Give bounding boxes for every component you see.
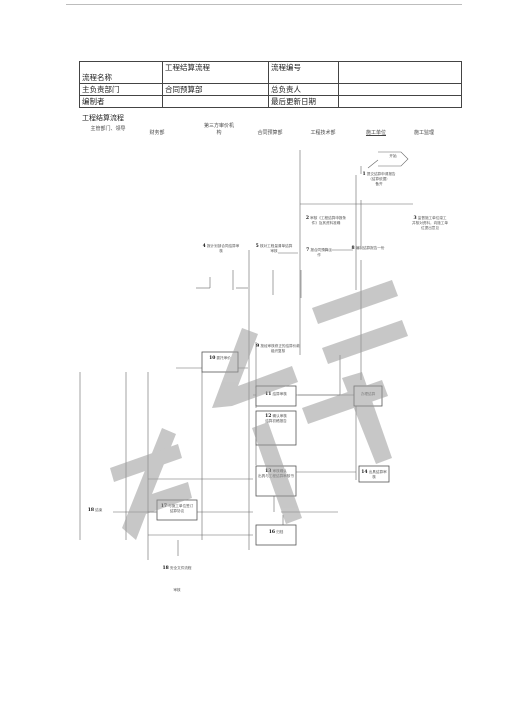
step-8-text: 编制结算报告一份 [355,246,385,250]
step-13-text: 审核确认 [272,469,287,473]
lane-header-contract-budget: 合同预算部 [257,130,283,136]
lane-header-engineering: 工程技术部 [310,130,336,136]
step-14: 14 出具结算审核 [361,470,387,480]
end-node-text: 结束 [95,508,103,512]
step-12-text: 确认审核 [272,414,287,418]
lane-header-leadership: 主管部门、领导 [90,126,126,132]
step-2-text: 审核《工程结算申报条件》及其资料准确 [310,216,347,225]
step-15: 办理结算 [356,392,380,397]
step-11-number: 11 [265,392,272,397]
step-2: 2 审核《工程结算申报条件》及其资料准确 [304,216,348,226]
step-12: 12 确认审核 结算初稿报告 [258,414,294,424]
step-1-number: 1 [362,172,366,177]
process-code-value [338,61,462,84]
step-15-text: 办理结算 [360,392,376,396]
step-18-note: 审核 [173,588,181,592]
step-3: 3 监督施工单位竣工并核对资料，向施工单位提出意见 [412,216,448,231]
department-value: 合同预算部 [162,83,269,96]
department-label: 主负责部门 [79,83,163,96]
step-13: 13 审核确认 出具与工程结算审核书 [258,469,294,479]
owner-label: 总负责人 [268,83,339,96]
step-5-number: 5 [255,244,259,249]
step-7-number: 7 [306,248,310,253]
step-4-number: 4 [202,244,206,249]
process-info-table: 流程名称 工程结算流程 流程编号 主负责部门 合同预算部 总负责人 编制者 最后… [79,61,462,108]
step-7: 7 报合同预算工作 [306,248,332,258]
lane-header-contractor: 施工单位 [365,130,386,136]
step-3-text: 监督施工单位竣工并核对资料，向施工单位提出意见 [412,216,448,230]
author-value [162,95,269,108]
step-1-text: 提交结算申请报告（结算依据） [366,172,396,181]
step-12-number: 12 [265,414,272,419]
flowchart: 主管部门、领导 财务部 第三方审价机构 合同预算部 工程技术部 施工单位 施工监… [78,120,462,600]
step-1: 1 提交结算申请报告（结算依据） 备齐 [362,172,396,187]
step-4-text: 报计划部合同结算审核 [206,244,240,253]
owner-value [338,83,462,96]
start-node: 开始 [389,154,397,158]
step-16-number: 16 [268,530,275,535]
end-node: 18 结束 [80,508,110,513]
process-name-label: 流程名称 [79,61,163,84]
step-11: 11 结算审核 [258,392,294,397]
update-date-value [338,95,462,108]
step-8: 8 编制结算报告一份 [348,246,388,251]
step-18-text: 安全文件流程 [169,566,192,570]
step-1-sub: 备齐 [375,182,383,186]
step-13-sub: 出具与工程结算审核书 [258,474,294,478]
step-14-text: 出具结算审核 [368,470,387,479]
step-17-number: 17 [160,504,167,509]
step-2-number: 2 [305,216,310,221]
process-code-label: 流程编号 [268,61,339,84]
lane-header-finance: 财务部 [149,130,165,136]
step-14-number: 14 [361,470,368,475]
author-label: 编制者 [79,95,163,108]
step-16-text: 归档 [276,530,284,534]
step-5-text: 核对工程量清单结算审核 [259,244,293,253]
step-11-text: 结算审核 [272,392,287,396]
step-9-number: 9 [256,344,260,349]
step-9-text: 按经审核修正的结算价款组织复核 [260,344,300,353]
step-8-number: 8 [351,246,355,251]
step-9: 9 按经审核修正的结算价款组织复核 [256,344,300,354]
step-18-number: 18 [162,566,169,571]
step-10-text: 委托审价 [216,356,231,360]
step-10-number: 10 [209,356,216,361]
step-18: 18 安全文件流程 [162,566,192,571]
step-12-sub: 结算初稿报告 [265,419,287,423]
step-16: 16 归档 [258,530,294,535]
header-rule [66,4,462,5]
lane-header-third-party: 第三方审价机构 [203,123,234,136]
section-title: 工程结算流程 [82,114,124,122]
step-10: 10 委托审价 [204,356,236,361]
lane-header-supervisor: 施工监理 [413,130,434,136]
process-name-value: 工程结算流程 [162,61,269,84]
end-node-number: 18 [87,508,94,513]
update-date-label: 最后更新日期 [268,95,339,108]
step-17: 17 与施工单位签订结算协议 [159,504,195,514]
step-3-number: 3 [413,216,417,221]
step-17-text: 与施工单位签订结算协议 [168,504,194,513]
flowchart-lines [79,150,413,560]
step-7-text: 报合同预算工作 [310,248,332,257]
step-5: 5 核对工程量清单结算审核 [254,244,294,254]
step-4: 4 报计划部合同结算审核 [202,244,240,254]
